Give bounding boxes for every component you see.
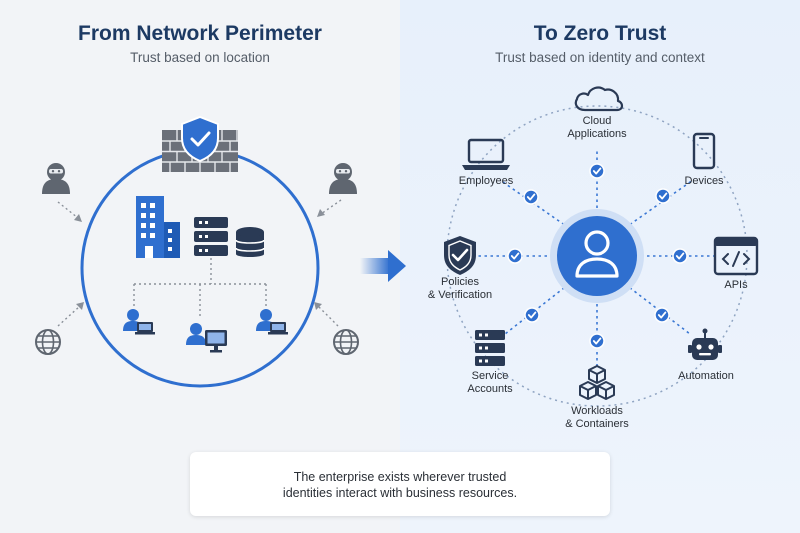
label-cloud-applications: Cloud Applications xyxy=(567,115,627,140)
policies-shield-icon xyxy=(444,236,476,275)
cloud-icon xyxy=(574,86,624,112)
label-apis: APIs xyxy=(724,279,748,291)
office-building-icon xyxy=(136,196,180,258)
user-with-laptop-icon-left xyxy=(123,309,155,335)
firewall-shield-icon xyxy=(162,115,238,172)
database-icon xyxy=(235,227,265,257)
laptop-icon xyxy=(462,138,510,170)
identity-connections xyxy=(478,150,714,366)
check-badge-icon xyxy=(507,248,523,264)
check-badge-icon xyxy=(654,307,670,323)
network-perimeter-circle xyxy=(80,148,320,388)
label-devices: Devices xyxy=(684,175,724,187)
zero-trust-subtitle: Trust based on identity and context xyxy=(495,50,705,65)
check-badge-icon xyxy=(589,333,605,349)
internal-network-lines xyxy=(133,258,267,318)
robot-icon xyxy=(688,328,722,360)
footer-summary-box: The enterprise exists wherever trusted i… xyxy=(190,452,610,516)
zero-trust-title: To Zero Trust xyxy=(533,22,667,45)
central-identity-user-icon xyxy=(550,209,644,303)
footer-summary-text: The enterprise exists wherever trusted i… xyxy=(282,470,518,500)
label-automation: Automation xyxy=(678,370,734,382)
perimeter-title: From Network Perimeter xyxy=(78,22,322,45)
containers-icon xyxy=(579,365,615,400)
check-badge-icon xyxy=(672,248,688,264)
service-accounts-server-icon xyxy=(475,330,505,366)
check-badge-icon xyxy=(655,188,671,204)
user-with-laptop-icon-right xyxy=(256,309,288,335)
hooded-attacker-icon-left xyxy=(42,163,70,194)
left-panel-perimeter xyxy=(0,0,400,533)
globe-icon-left xyxy=(35,329,61,355)
smartphone-icon xyxy=(692,132,716,170)
transition-arrow xyxy=(360,250,406,282)
server-rack-icon xyxy=(194,217,228,256)
threat-arrows xyxy=(57,199,342,327)
label-policies-verification: Policies & Verification xyxy=(427,276,493,301)
hooded-attacker-icon-right xyxy=(329,163,357,194)
user-with-desktop-icon xyxy=(186,323,227,353)
label-employees: Employees xyxy=(458,175,514,187)
check-badge-icon xyxy=(523,189,539,205)
code-window-icon xyxy=(713,236,759,276)
globe-icon-right xyxy=(333,329,359,355)
check-badge-icon xyxy=(524,307,540,323)
label-service-accounts: Service Accounts xyxy=(467,370,513,395)
label-workloads-containers: Workloads & Containers xyxy=(565,405,629,430)
check-badge-icon xyxy=(589,163,605,179)
perimeter-subtitle: Trust based on location xyxy=(130,50,270,65)
